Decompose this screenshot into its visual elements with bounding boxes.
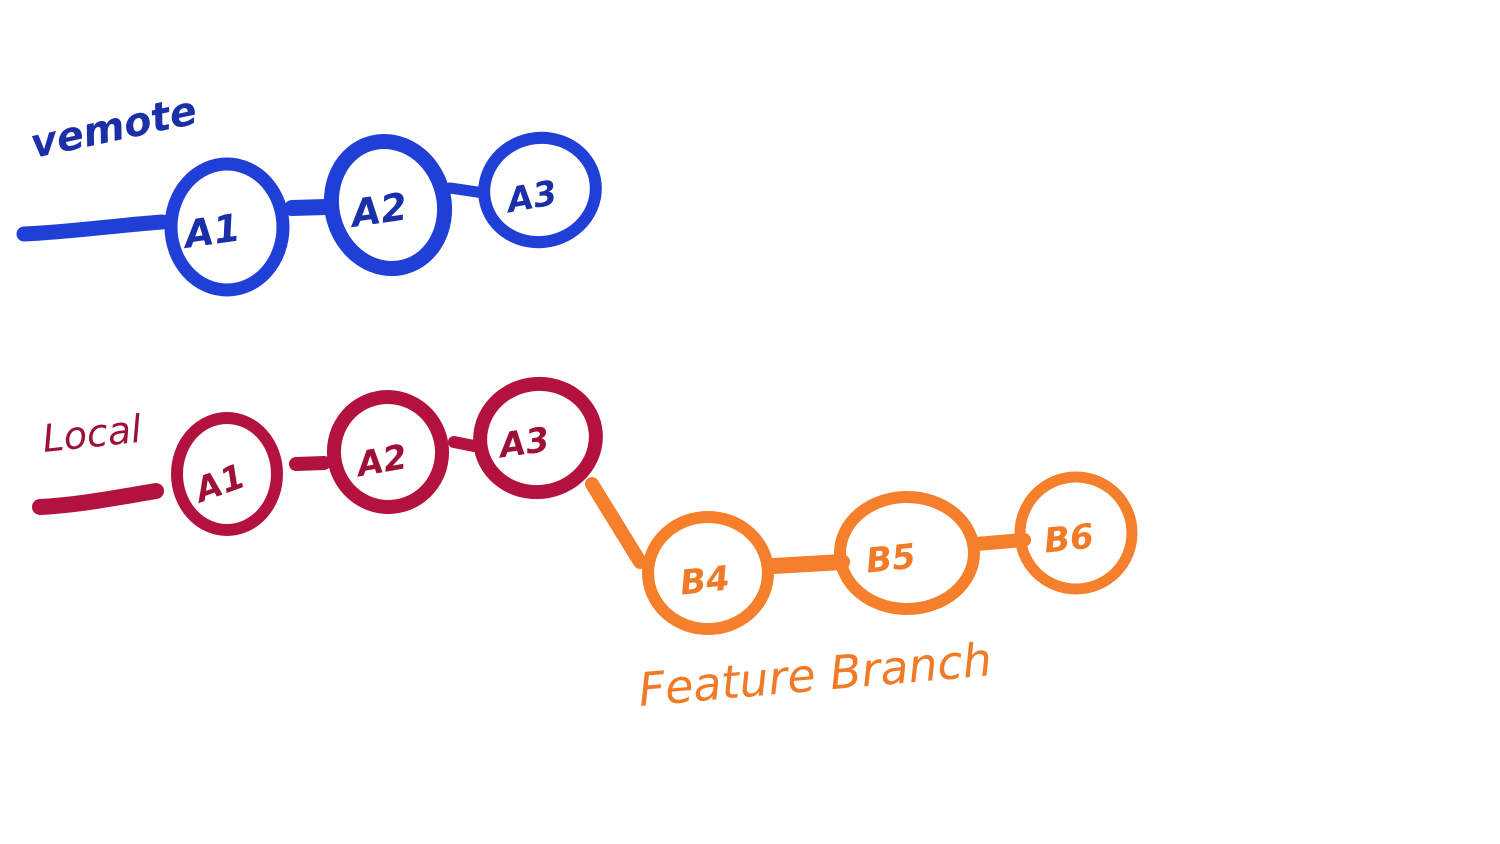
feature-commit-b6: [1014, 471, 1138, 595]
local-branch: Local A1 A2 A3: [32, 376, 603, 536]
local-commit-a1: [171, 412, 283, 536]
remote-commit-a3: [478, 131, 602, 249]
remote-commit-a1-label: A1: [179, 205, 243, 257]
feature-connector-b4-b5: [766, 554, 850, 574]
local-connector-a1-a2: [289, 456, 331, 471]
local-commit-a2: [326, 390, 450, 514]
feature-branch: B4 B5 B6 Feature Branch: [585, 471, 1138, 717]
remote-connector-a1-a2: [284, 199, 334, 216]
remote-label: vemote: [27, 88, 202, 168]
remote-commit-a3-label: A3: [501, 173, 560, 222]
remote-commit-a2-label: A2: [346, 184, 410, 236]
local-lead-line: [32, 483, 164, 515]
feature-label: Feature Branch: [636, 632, 994, 717]
remote-lead-line: [16, 214, 170, 242]
local-label: Local: [40, 407, 144, 461]
feature-commit-b4: [642, 511, 774, 635]
local-commit-a2-label: A2: [351, 437, 410, 486]
feature-commit-b5: [834, 491, 980, 615]
remote-commit-a2: [323, 134, 453, 276]
local-commit-a1-label: A1: [187, 456, 250, 512]
feature-commit-b4-label: B4: [678, 559, 731, 604]
remote-commit-a1: [164, 157, 290, 297]
feature-branch-connector: [585, 477, 647, 569]
local-commit-a3-label: A3: [494, 420, 552, 467]
feature-commit-b6-label: B6: [1042, 517, 1095, 562]
feature-commit-b5-label: B5: [864, 537, 917, 582]
local-commit-a3: [473, 376, 603, 500]
local-connector-a2-a3: [448, 436, 480, 452]
remote-branch: vemote A1 A2 A3: [16, 88, 602, 297]
